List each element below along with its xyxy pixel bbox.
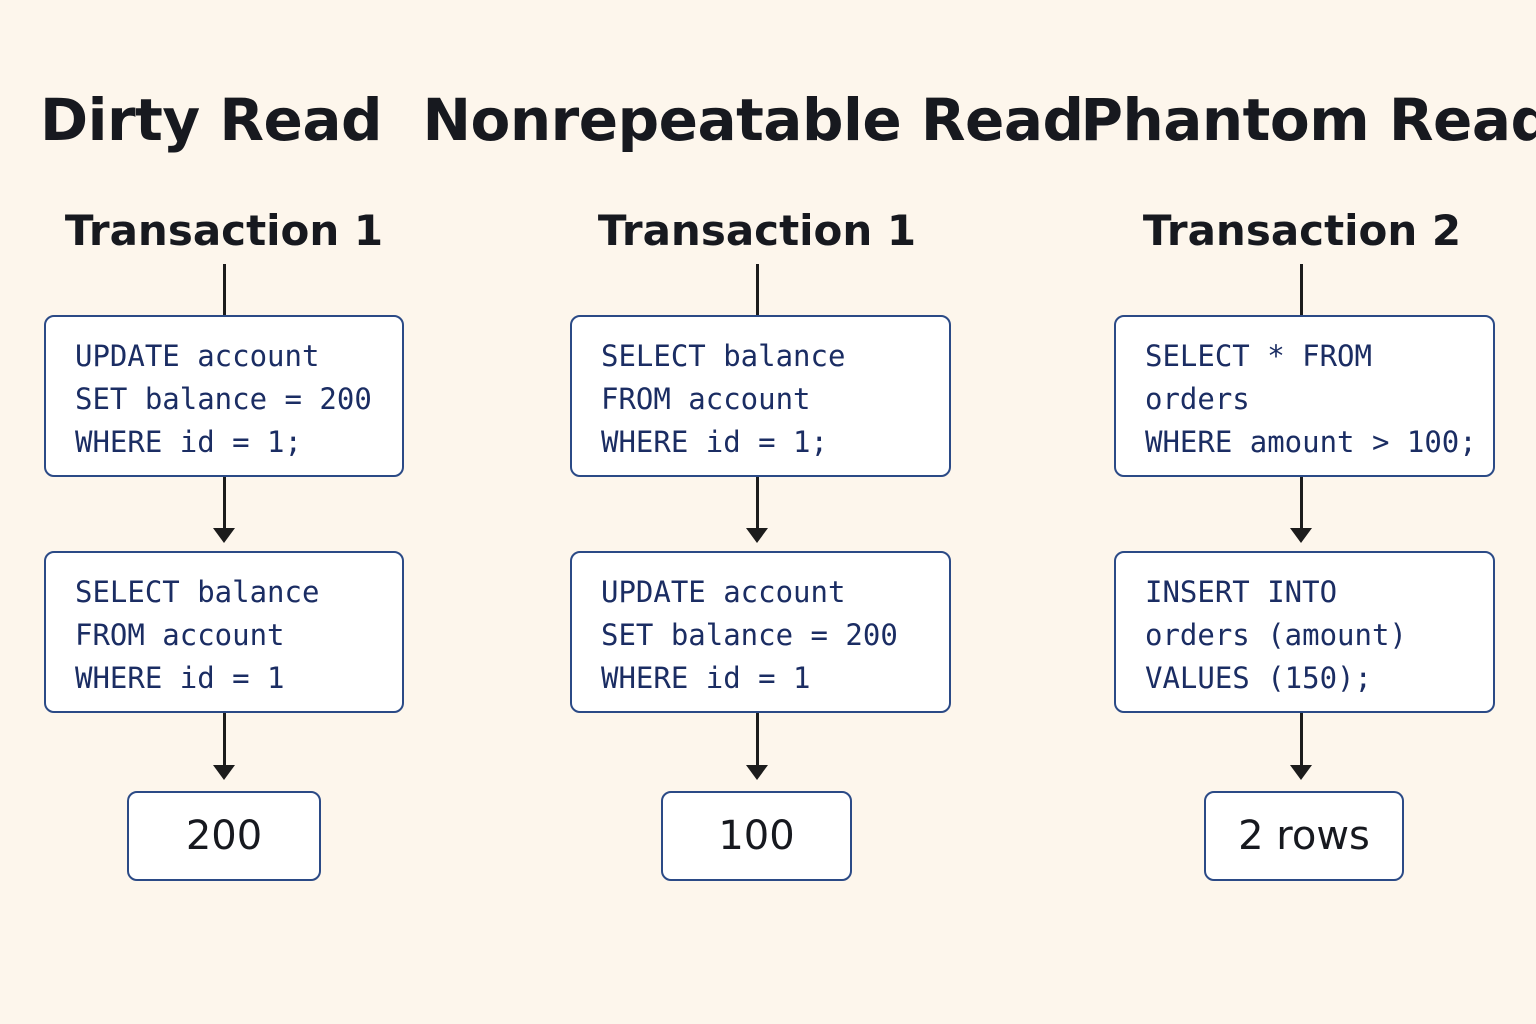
arrow-down-icon <box>213 765 235 780</box>
arrow-line <box>223 713 226 767</box>
code-line: SET balance = 200 <box>601 618 898 652</box>
code-line: orders <box>1145 382 1250 416</box>
code-line: SELECT balance <box>601 339 846 373</box>
arrow-down-icon <box>746 765 768 780</box>
code-line: UPDATE account <box>75 339 320 373</box>
code-line: SELECT * FROM <box>1145 339 1372 373</box>
arrow-line <box>1300 477 1303 530</box>
arrow-down-icon <box>1290 528 1312 543</box>
arrow-line <box>1300 713 1303 767</box>
transaction-label: Transaction 2 <box>1142 206 1462 255</box>
arrow-line <box>756 477 759 530</box>
connector-line <box>756 264 759 315</box>
column-title: Nonrepeatable Read <box>422 86 1084 154</box>
arrow-down-icon <box>1290 765 1312 780</box>
result-box: 2 rows <box>1204 791 1404 881</box>
code-line: SET balance = 200 <box>75 382 372 416</box>
connector-line <box>1300 264 1303 315</box>
column-title: Dirty Read <box>39 86 383 154</box>
step2-code: INSERT INTO orders (amount) VALUES (150); <box>1145 571 1407 700</box>
code-line: WHERE id = 1; <box>75 425 302 459</box>
transaction-label: Transaction 1 <box>597 206 917 255</box>
arrow-down-icon <box>746 528 768 543</box>
code-line: FROM account <box>601 382 811 416</box>
code-line: WHERE id = 1 <box>601 661 811 695</box>
code-line: WHERE amount > 100; <box>1145 425 1477 459</box>
arrow-down-icon <box>213 528 235 543</box>
code-line: VALUES (150); <box>1145 661 1372 695</box>
result-box: 100 <box>661 791 852 881</box>
code-line: WHERE id = 1 <box>75 661 285 695</box>
code-line: SELECT balance <box>75 575 320 609</box>
arrow-line <box>223 477 226 530</box>
code-line: UPDATE account <box>601 575 846 609</box>
code-line: INSERT INTO <box>1145 575 1338 609</box>
code-line: WHERE id = 1; <box>601 425 828 459</box>
result-box: 200 <box>127 791 321 881</box>
connector-line <box>223 264 226 315</box>
arrow-line <box>756 713 759 767</box>
code-line: orders (amount) <box>1145 618 1407 652</box>
code-line: FROM account <box>75 618 285 652</box>
step2-box: INSERT INTO orders (amount) VALUES (150); <box>1114 551 1495 713</box>
transaction-label: Transaction 1 <box>64 206 384 255</box>
column-title: Phantom Read <box>1080 86 1536 154</box>
